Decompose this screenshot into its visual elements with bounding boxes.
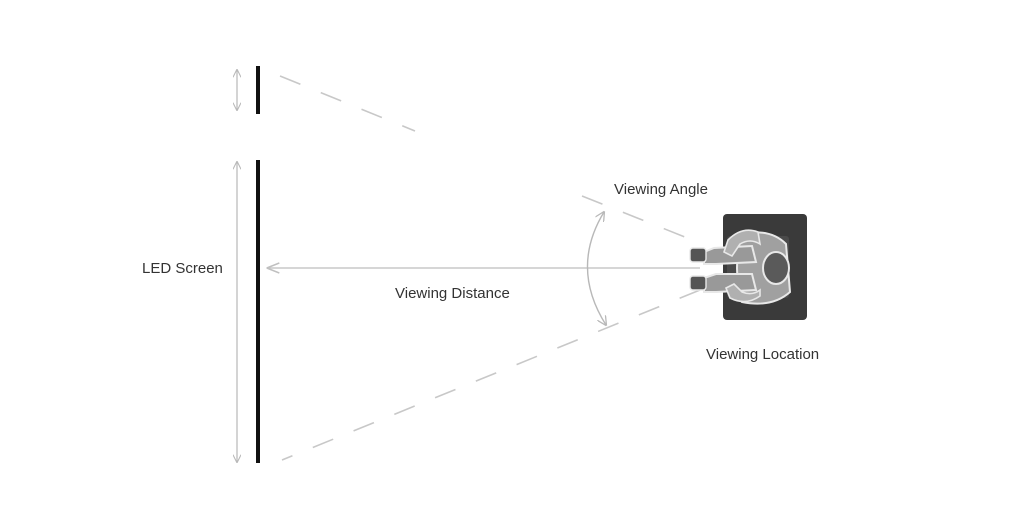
viewing-angle-arc xyxy=(586,212,606,325)
viewing-angle-label: Viewing Angle xyxy=(614,181,708,198)
person-shoe-upper xyxy=(689,247,707,263)
person-leg-lower xyxy=(703,273,758,293)
sightline-lower xyxy=(281,289,701,461)
led-screen-label: LED Screen xyxy=(142,260,223,277)
viewing-location-label: Viewing Location xyxy=(706,346,820,363)
sightline-upper-short xyxy=(279,75,416,132)
person-arm-lower xyxy=(724,283,761,303)
person-head xyxy=(762,251,790,285)
person-shoe-lower xyxy=(689,275,707,291)
person-seated-top-view-icon xyxy=(689,214,807,320)
viewing-distance-label: Viewing Distance xyxy=(395,285,510,302)
person-arm-upper xyxy=(723,229,762,258)
sightline-upper xyxy=(581,195,701,244)
